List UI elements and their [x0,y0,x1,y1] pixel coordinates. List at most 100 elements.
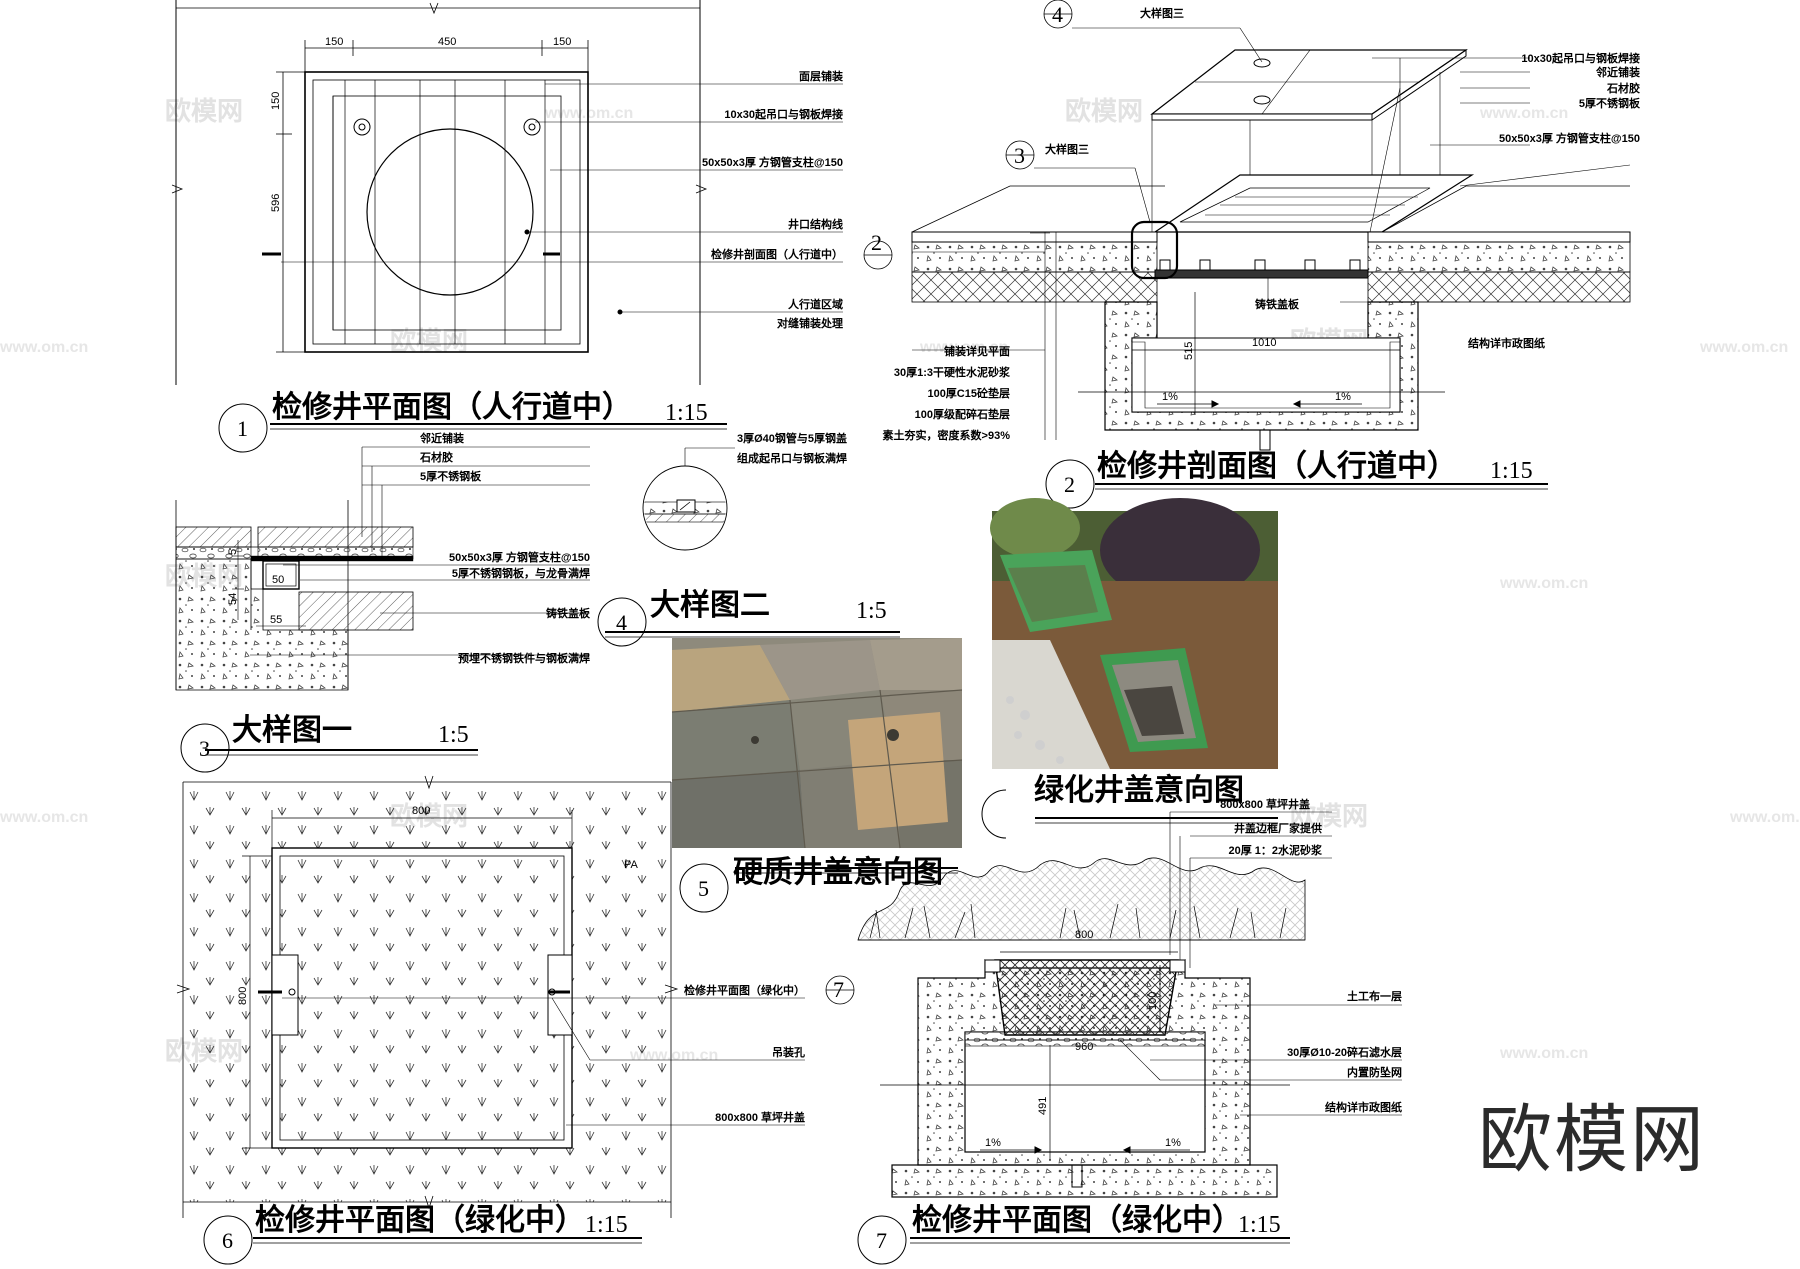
dim-label: 800 [1075,929,1093,941]
callout-label: 大样图三 [1140,6,1184,20]
view-scale: 1:15 [1238,1212,1281,1238]
slope-label: 1% [1165,1137,1181,1149]
view-3-text: 邻近铺装 石材胶 5厚不锈钢板 50x50x3厚 方钢管支柱@150 5厚不锈钢… [199,431,591,761]
label-steel-post: 50x50x3厚 方钢管支柱@150 [449,550,590,564]
label-lawn-cover: 800x800 草坪井盖 [715,1110,805,1124]
label-gravel-filter: 30厚Ø10-20碎石滤水层 [1287,1045,1402,1059]
view-title: 绿化井盖意向图 [1034,773,1244,807]
label-safety-net: 内置防坠网 [1347,1065,1402,1079]
label-cement-mortar: 20厚 1：2水泥砂浆 [1228,843,1323,857]
view-title: 检修井平面图（人行道中） [272,390,632,424]
view-2-text: 4 大样图三 3 大样图三 10x30起吊口与钢板焊接 邻近铺装 石材胶 5厚不… [883,2,1641,497]
label-cast-cover: 铸铁盖板 [546,606,591,620]
view-6-plan-green [176,775,855,1265]
view-title: 检修井剖面图（人行道中） [1097,449,1457,483]
label-steel-plate: 5厚不锈钢板 [420,469,482,483]
label-lifting-assembly: 组成起吊口与钢板满焊 [737,451,847,465]
label-frame-supplier: 井盖边框厂家提供 [1234,821,1322,835]
view-scale: 1:5 [856,598,887,624]
view-number: 3 [199,736,210,761]
slope-label: 1% [985,1137,1001,1149]
watermark-text: 欧模网 [1065,96,1143,126]
section-ref-number: 2 [871,230,882,255]
dim-label: 450 [438,36,456,48]
view-number: 6 [222,1228,233,1253]
label-opening-line: 井口结构线 [788,217,843,231]
dim-label: 515 [1183,342,1195,360]
view-scale: 1:5 [438,722,469,748]
label-layer: 100厚C15砼垫层 [927,386,1010,400]
view-title: 大样图一 [232,714,352,747]
dim-label: 491 [1037,1097,1049,1115]
watermark-url: www.om.cn [0,339,88,356]
dim-label: 960 [1075,1041,1093,1053]
dim-label: 150 [553,36,571,48]
view-1-text: 150 450 150 150 596 面层铺装 10x30起吊口与钢板焊接 5… [237,36,882,441]
view-number: 4 [616,610,627,635]
dim-label: 5 [227,549,239,555]
view-6-text: 800 800 PA 检修井平面图（绿化中） 7 吊装孔 800x800 草坪井… [222,805,844,1253]
dim-label: 150 [325,36,343,48]
callout-number: 3 [1014,143,1025,168]
dim-label: 800 [412,805,430,817]
label-welded-plate: 5厚不锈钢钢板，与龙骨满焊 [452,566,590,580]
label-embedded-part: 预埋不锈钢铁件与钢板满焊 [458,651,590,665]
view-scale: 1:15 [585,1212,628,1238]
view-2-section-sidewalk [911,0,1631,509]
label-sidewalk-area: 人行道区域 [788,297,843,311]
label-steel-tube: 3厚Ø40钢管与5厚钢盖 [737,431,847,445]
label-lawn-cover: 800x800 草坪井盖 [1220,797,1310,811]
label-section-ref: 检修井剖面图（人行道中） [711,247,843,261]
view-4-text: 3厚Ø40钢管与5厚钢盖 组成起吊口与钢板满焊 4 大样图二 1:5 [616,431,887,635]
watermark-text: 欧模网 [165,96,243,126]
label-cast-cover: 铸铁盖板 [1255,297,1300,311]
view-7-section-green [857,811,1402,1265]
watermark-url: www.om.cn [1479,105,1568,122]
label-adjacent-paving: 邻近铺装 [1595,65,1640,79]
watermark-url: www.om.cn [1499,575,1588,592]
view-4-detail-2 [597,447,900,647]
label-structure: 结构详市政图纸 [1324,1100,1402,1114]
watermark-text: 欧模网 [1290,801,1368,831]
label-section-ref: 检修井平面图（绿化中） [684,983,805,997]
watermark-url: www.om.cn [1729,809,1800,826]
label-stone-glue: 石材胶 [419,450,453,464]
dim-label: 1010 [1252,337,1276,349]
slope-label: 1% [1162,391,1178,403]
label-layer: 铺装详见平面 [944,344,1010,358]
dim-label: 150 [270,92,282,110]
label-steel-post: 50x50x3厚 方钢管支柱@150 [1499,131,1640,145]
dim-label: 55 [270,614,282,626]
section-ref-number: 7 [833,977,844,1002]
photo-green-cover [981,498,1278,839]
view-1-plan-sidewalk [171,0,893,453]
dim-label: 54 [227,593,239,605]
watermark-url: www.om.cn [1499,1045,1588,1062]
label-layer: 30厚1:3干硬性水泥砂浆 [894,365,1011,379]
callout-number: 4 [1052,2,1063,27]
label-adjacent-paving: 邻近铺装 [419,431,464,445]
brand-logo-text: 欧模网 [1478,1097,1706,1183]
label-steel-post: 50x50x3厚 方钢管支柱@150 [702,155,843,169]
watermark-url: www.om.cn [1699,339,1788,356]
dim-label: 800 [237,987,249,1005]
view-7-text: 800x800 草坪井盖 井盖边框厂家提供 20厚 1：2水泥砂浆 土工布一层 … [876,797,1402,1253]
view-scale: 1:15 [1490,458,1533,484]
slope-label: 1% [1335,391,1351,403]
callout-label: 大样图三 [1045,142,1089,156]
label-surface-paving: 面层铺装 [799,69,843,83]
label-lifting-slot: 10x30起吊口与钢板焊接 [1521,51,1640,65]
watermark-url: www.om.cn [0,809,88,826]
view-title: 检修井平面图（绿化中） [255,1203,585,1237]
view-title: 大样图二 [650,589,770,622]
label-layer: 素土夯实，密度系数>93% [883,428,1011,442]
label-pa: PA [624,859,639,871]
label-aligned-joints: 对缝铺装处理 [777,316,843,330]
label-lifting-hole: 吊装孔 [772,1045,805,1059]
view-number: 2 [1064,472,1075,497]
view-number: 1 [237,416,248,441]
photo-green-text: 绿化井盖意向图 [1034,773,1244,807]
label-steel-plate: 5厚不锈钢板 [1579,96,1641,110]
label-structure: 结构详市政图纸 [1467,336,1545,350]
